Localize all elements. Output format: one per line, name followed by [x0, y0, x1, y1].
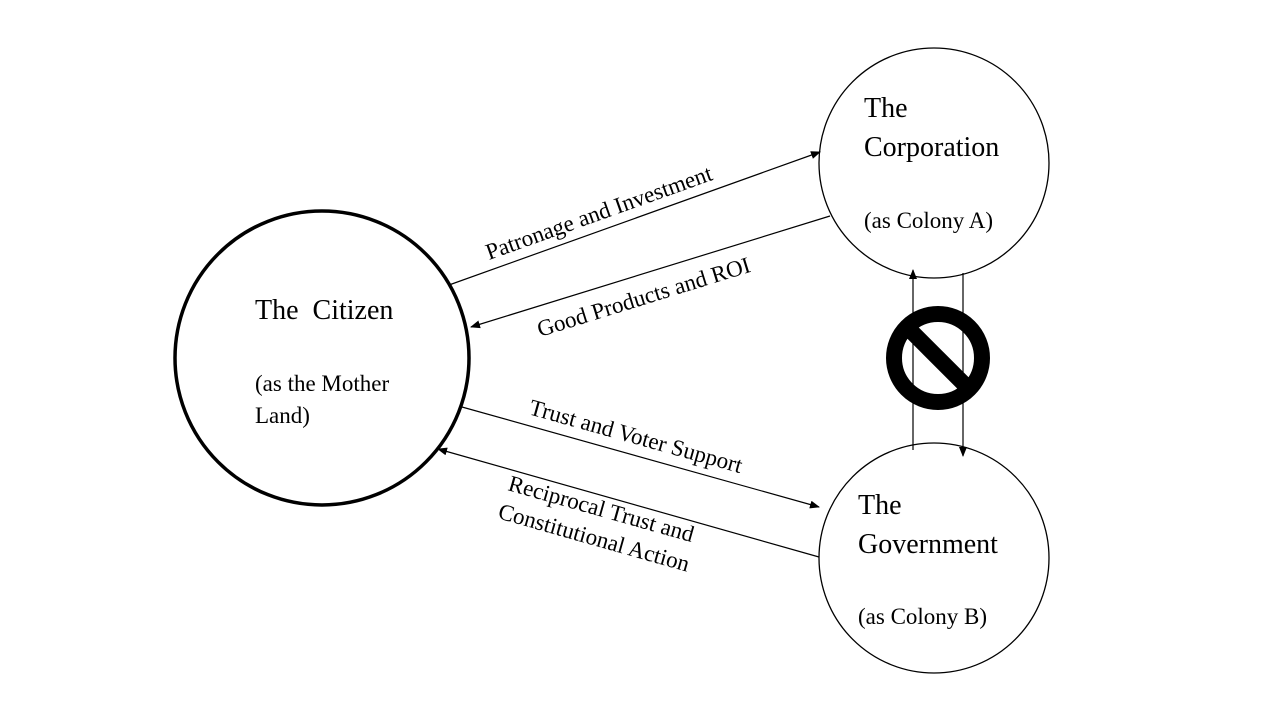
government-title-line1: The: [858, 490, 902, 521]
government-subtitle: (as Colony B): [858, 604, 987, 629]
arrow-government-to-citizen: [437, 447, 820, 558]
corporation-title-line2: Corporation: [864, 132, 999, 163]
citizen-subtitle-line1: (as the Mother: [255, 371, 389, 396]
corporation-subtitle: (as Colony A): [864, 208, 993, 233]
corporation-title-line1: The: [864, 93, 908, 124]
citizen-title: The Citizen: [255, 295, 393, 326]
citizen-node: [173, 209, 471, 507]
citizen-subtitle-line2: Land): [255, 403, 310, 428]
arrow-corporation-to-citizen: [470, 215, 831, 329]
prohibited-icon: [886, 306, 990, 410]
government-node: [818, 442, 1050, 674]
label-citizen-to-government: Trust and Voter Support: [527, 395, 746, 478]
arrow-citizen-to-corporation: [448, 151, 821, 286]
label-citizen-to-corporation: Patronage and Investment: [482, 160, 716, 264]
corporation-node: [818, 47, 1050, 279]
government-title-line2: Government: [858, 529, 998, 560]
arrow-citizen-to-government: [461, 406, 820, 509]
